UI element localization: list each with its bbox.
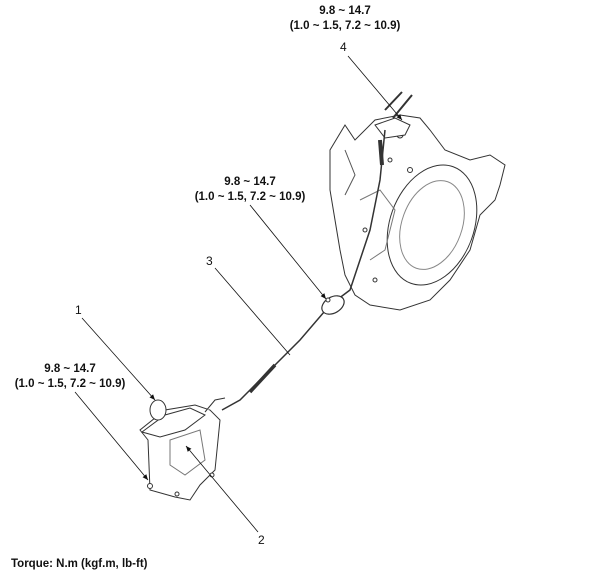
callout-2: 2 [258, 533, 265, 547]
torque-nm: 9.8 ~ 14.7 [44, 363, 96, 375]
torque-alt: (1.0 ~ 1.5, 7.2 ~ 10.9) [14, 378, 126, 390]
callout-3: 3 [206, 254, 213, 268]
callout-1: 1 [75, 303, 82, 317]
torque-spec-1: 9.8 ~ 14.7 (1.0 ~ 1.5, 7.2 ~ 10.9) [10, 362, 130, 392]
torque-spec-3: 9.8 ~ 14.7 (1.0 ~ 1.5, 7.2 ~ 10.9) [190, 175, 310, 205]
torque-units-note: Torque: N.m (kgf.m, lb-ft) [11, 558, 148, 570]
callout-4: 4 [340, 40, 347, 54]
shift-cable [221, 129, 386, 411]
torque-nm: 9.8 ~ 14.7 [319, 5, 371, 17]
torque-alt: (1.0 ~ 1.5, 7.2 ~ 10.9) [194, 191, 306, 203]
shift-lever-assembly [139, 397, 226, 501]
torque-alt: (1.0 ~ 1.5, 7.2 ~ 10.9) [289, 20, 401, 32]
torque-spec-4: 9.8 ~ 14.7 (1.0 ~ 1.5, 7.2 ~ 10.9) [285, 4, 405, 34]
torque-nm: 9.8 ~ 14.7 [224, 176, 276, 188]
transmission-assembly [329, 91, 506, 311]
leader-lines [74, 55, 403, 533]
